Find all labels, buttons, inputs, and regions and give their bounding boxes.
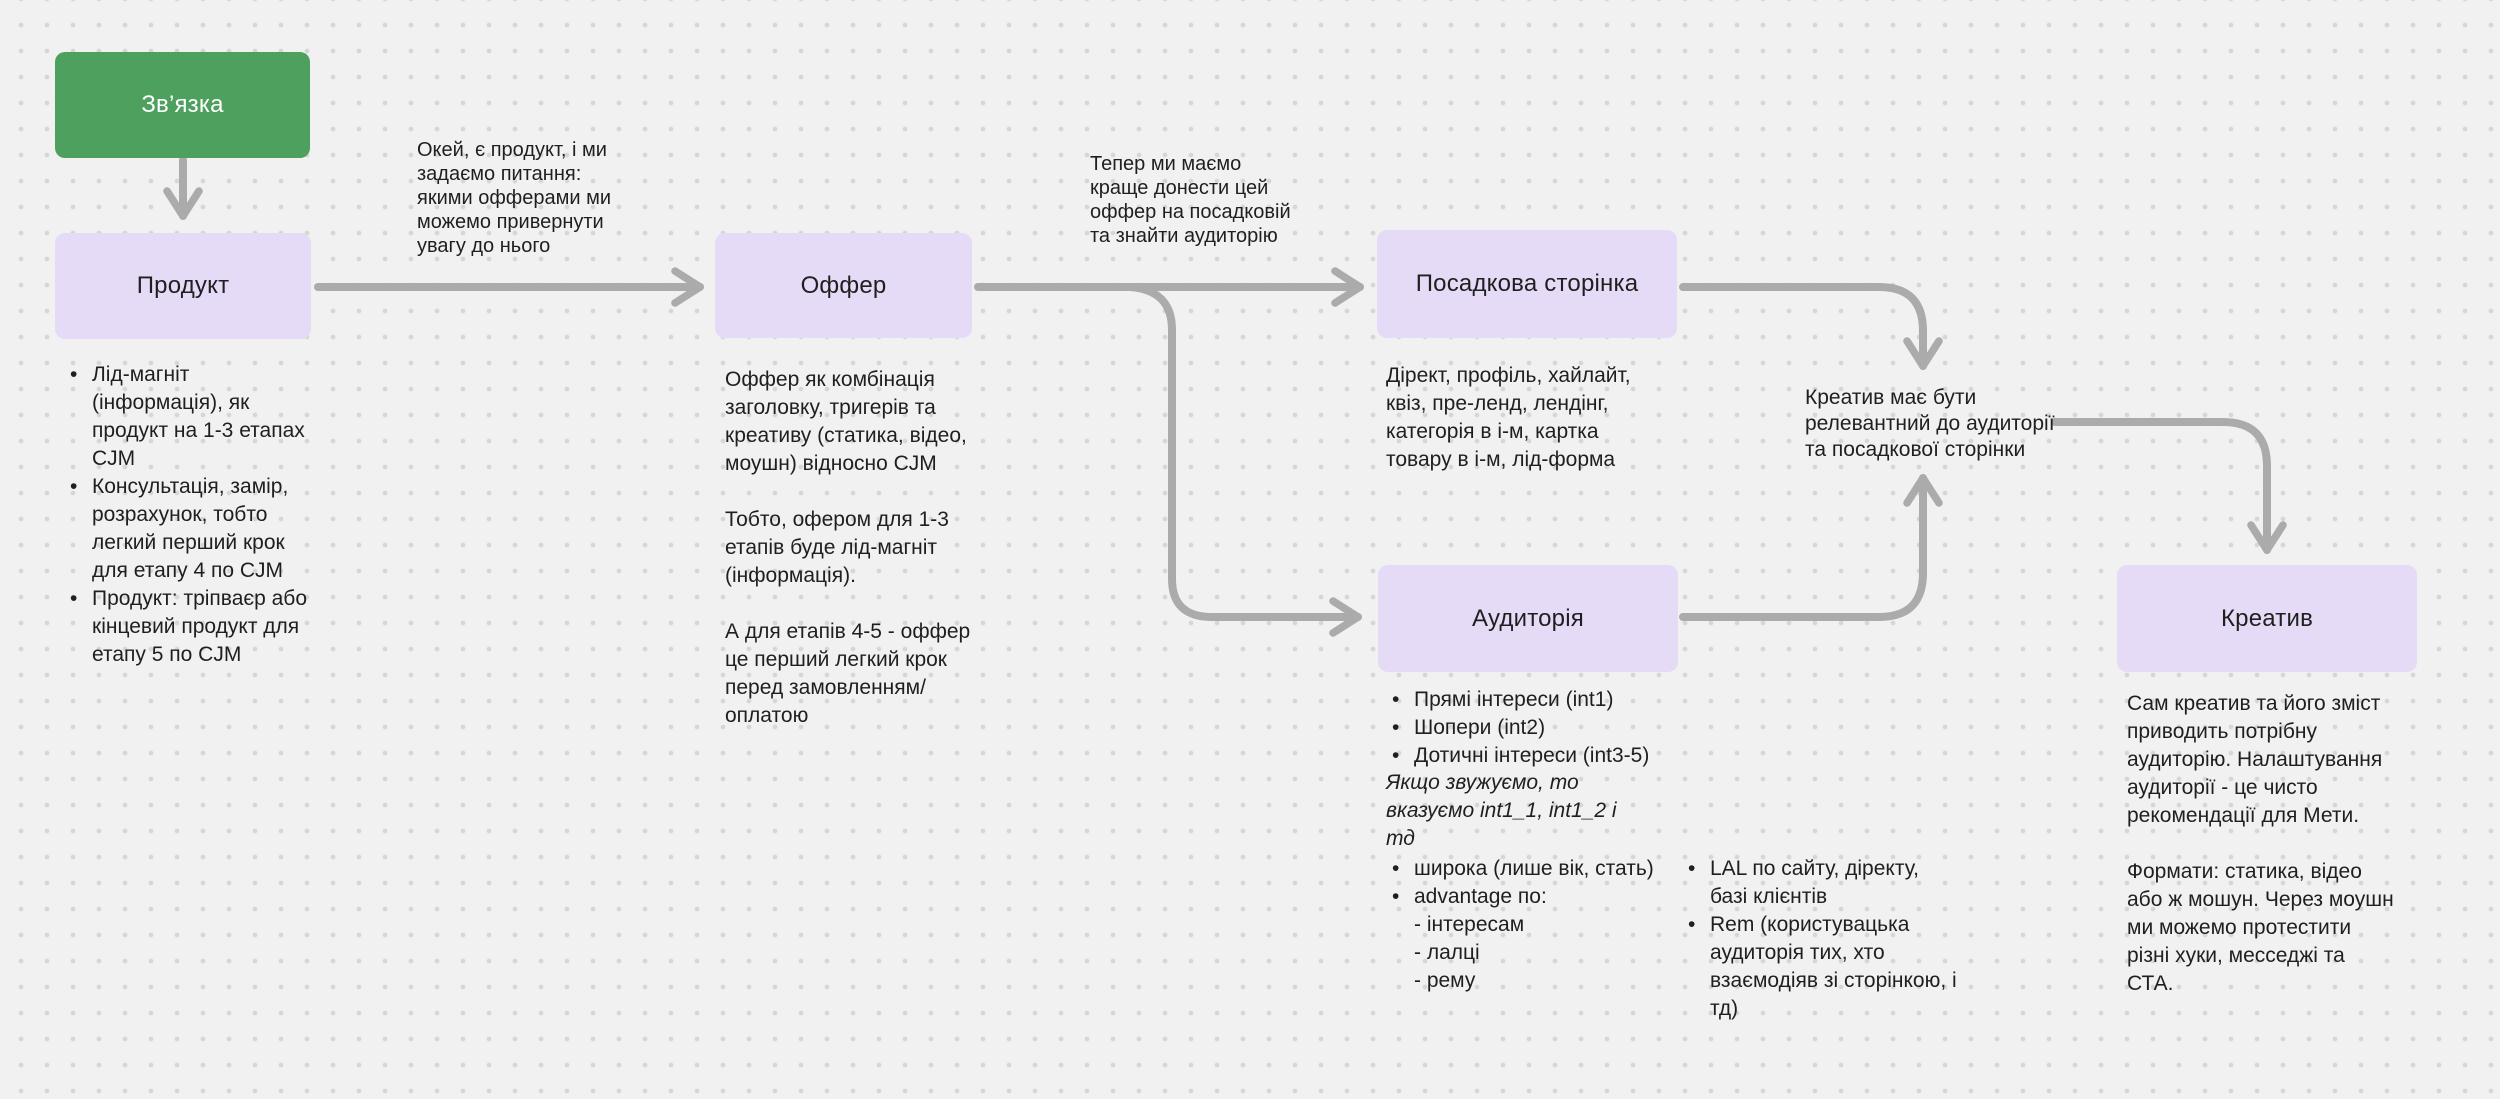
list-item: advantage по: - інтересам - лалці - рему <box>1382 883 1672 995</box>
node-creative[interactable]: Креатив <box>2117 565 2417 672</box>
node-label: Зв’язка <box>141 91 224 118</box>
note-paragraph: Оффер як комбінація заголовку, тригерів … <box>725 368 967 475</box>
audience-broad-list[interactable]: широка (лише вік, стать) advantage по: -… <box>1382 855 1672 995</box>
creative-notes[interactable]: Сам креатив та його зміст приводить потр… <box>2127 690 2395 998</box>
list-item-label: advantage по: <box>1414 885 1547 908</box>
audience-lal-list[interactable]: LAL по сайту, діректу, базі клієнтів Rem… <box>1678 855 1958 1023</box>
node-label: Посадкова сторінка <box>1415 270 1639 297</box>
annotation-creative-relevance[interactable]: Креатив має бути релевантний до аудиторі… <box>1805 386 2055 461</box>
list-item: Шопери (int2) <box>1382 714 1662 742</box>
node-audience[interactable]: Аудиторія <box>1378 565 1678 672</box>
list-item: LAL по сайту, діректу, базі клієнтів <box>1678 855 1958 911</box>
audience-interests-list[interactable]: Прямі інтереси (int1) Шопери (int2) Доти… <box>1382 686 1662 770</box>
list-item: Прямі інтереси (int1) <box>1382 686 1662 714</box>
note-paragraph: А для етапів 4-5 - оффер це перший легки… <box>725 620 971 727</box>
connector-audience-note[interactable] <box>1679 474 1943 621</box>
connector-landing-note[interactable] <box>1679 283 1943 370</box>
node-label: Креатив <box>2220 604 2314 632</box>
node-zvyazka[interactable]: Зв’язка <box>55 52 310 158</box>
list-item: широка (лише вік, стать) <box>1382 855 1672 883</box>
note-paragraph: Формати: статика, відео або ж мошун. Чер… <box>2127 860 2394 995</box>
list-item: Rem (користувацька аудиторія тих, хто вз… <box>1678 911 1958 1023</box>
connector-offer-audience[interactable] <box>1126 283 1362 637</box>
node-label: Аудиторія <box>1472 604 1584 632</box>
node-label: Оффер <box>800 271 887 299</box>
sub-item: - рему <box>1414 969 1476 992</box>
list-item: Дотичні інтереси (int3-5) <box>1382 742 1662 770</box>
product-notes-list[interactable]: Лід-магніт (інформація), як продукт на 1… <box>60 361 322 669</box>
node-offer[interactable]: Оффер <box>715 233 972 338</box>
node-product[interactable]: Продукт <box>55 233 311 339</box>
landing-notes[interactable]: Дірект, профіль, хайлайт, квіз, пре-ленд… <box>1386 362 1636 474</box>
annotation-landing-audience[interactable]: Тепер ми маємо краще донести цей оффер н… <box>1090 153 1291 247</box>
annotation-offer-question[interactable]: Окей, є продукт, і ми задаємо питання: я… <box>417 139 612 257</box>
node-landing-page[interactable]: Посадкова сторінка <box>1377 230 1677 338</box>
audience-narrowing-note[interactable]: Якщо звужуємо, то вказуємо int1_1, int1_… <box>1386 771 1617 850</box>
list-item: Продукт: тріпваєр або кінцевий продукт д… <box>60 585 322 669</box>
offer-notes[interactable]: Оффер як комбінація заголовку, тригерів … <box>725 366 990 730</box>
note-paragraph: Дірект, профіль, хайлайт, квіз, пре-ленд… <box>1386 364 1631 471</box>
note-paragraph: Сам креатив та його зміст приводить потр… <box>2127 692 2383 827</box>
note-paragraph: Тобто, офером для 1-3 етапів буде лід-ма… <box>725 508 949 587</box>
connector-note-creative[interactable] <box>2051 418 2287 554</box>
list-item: Консультація, замір, розрахунок, тобто л… <box>60 473 322 585</box>
sub-item: - лалці <box>1414 941 1480 964</box>
list-item: Лід-магніт (інформація), як продукт на 1… <box>60 361 322 473</box>
node-label: Продукт <box>136 272 230 299</box>
sub-item: - інтересам <box>1414 913 1525 936</box>
